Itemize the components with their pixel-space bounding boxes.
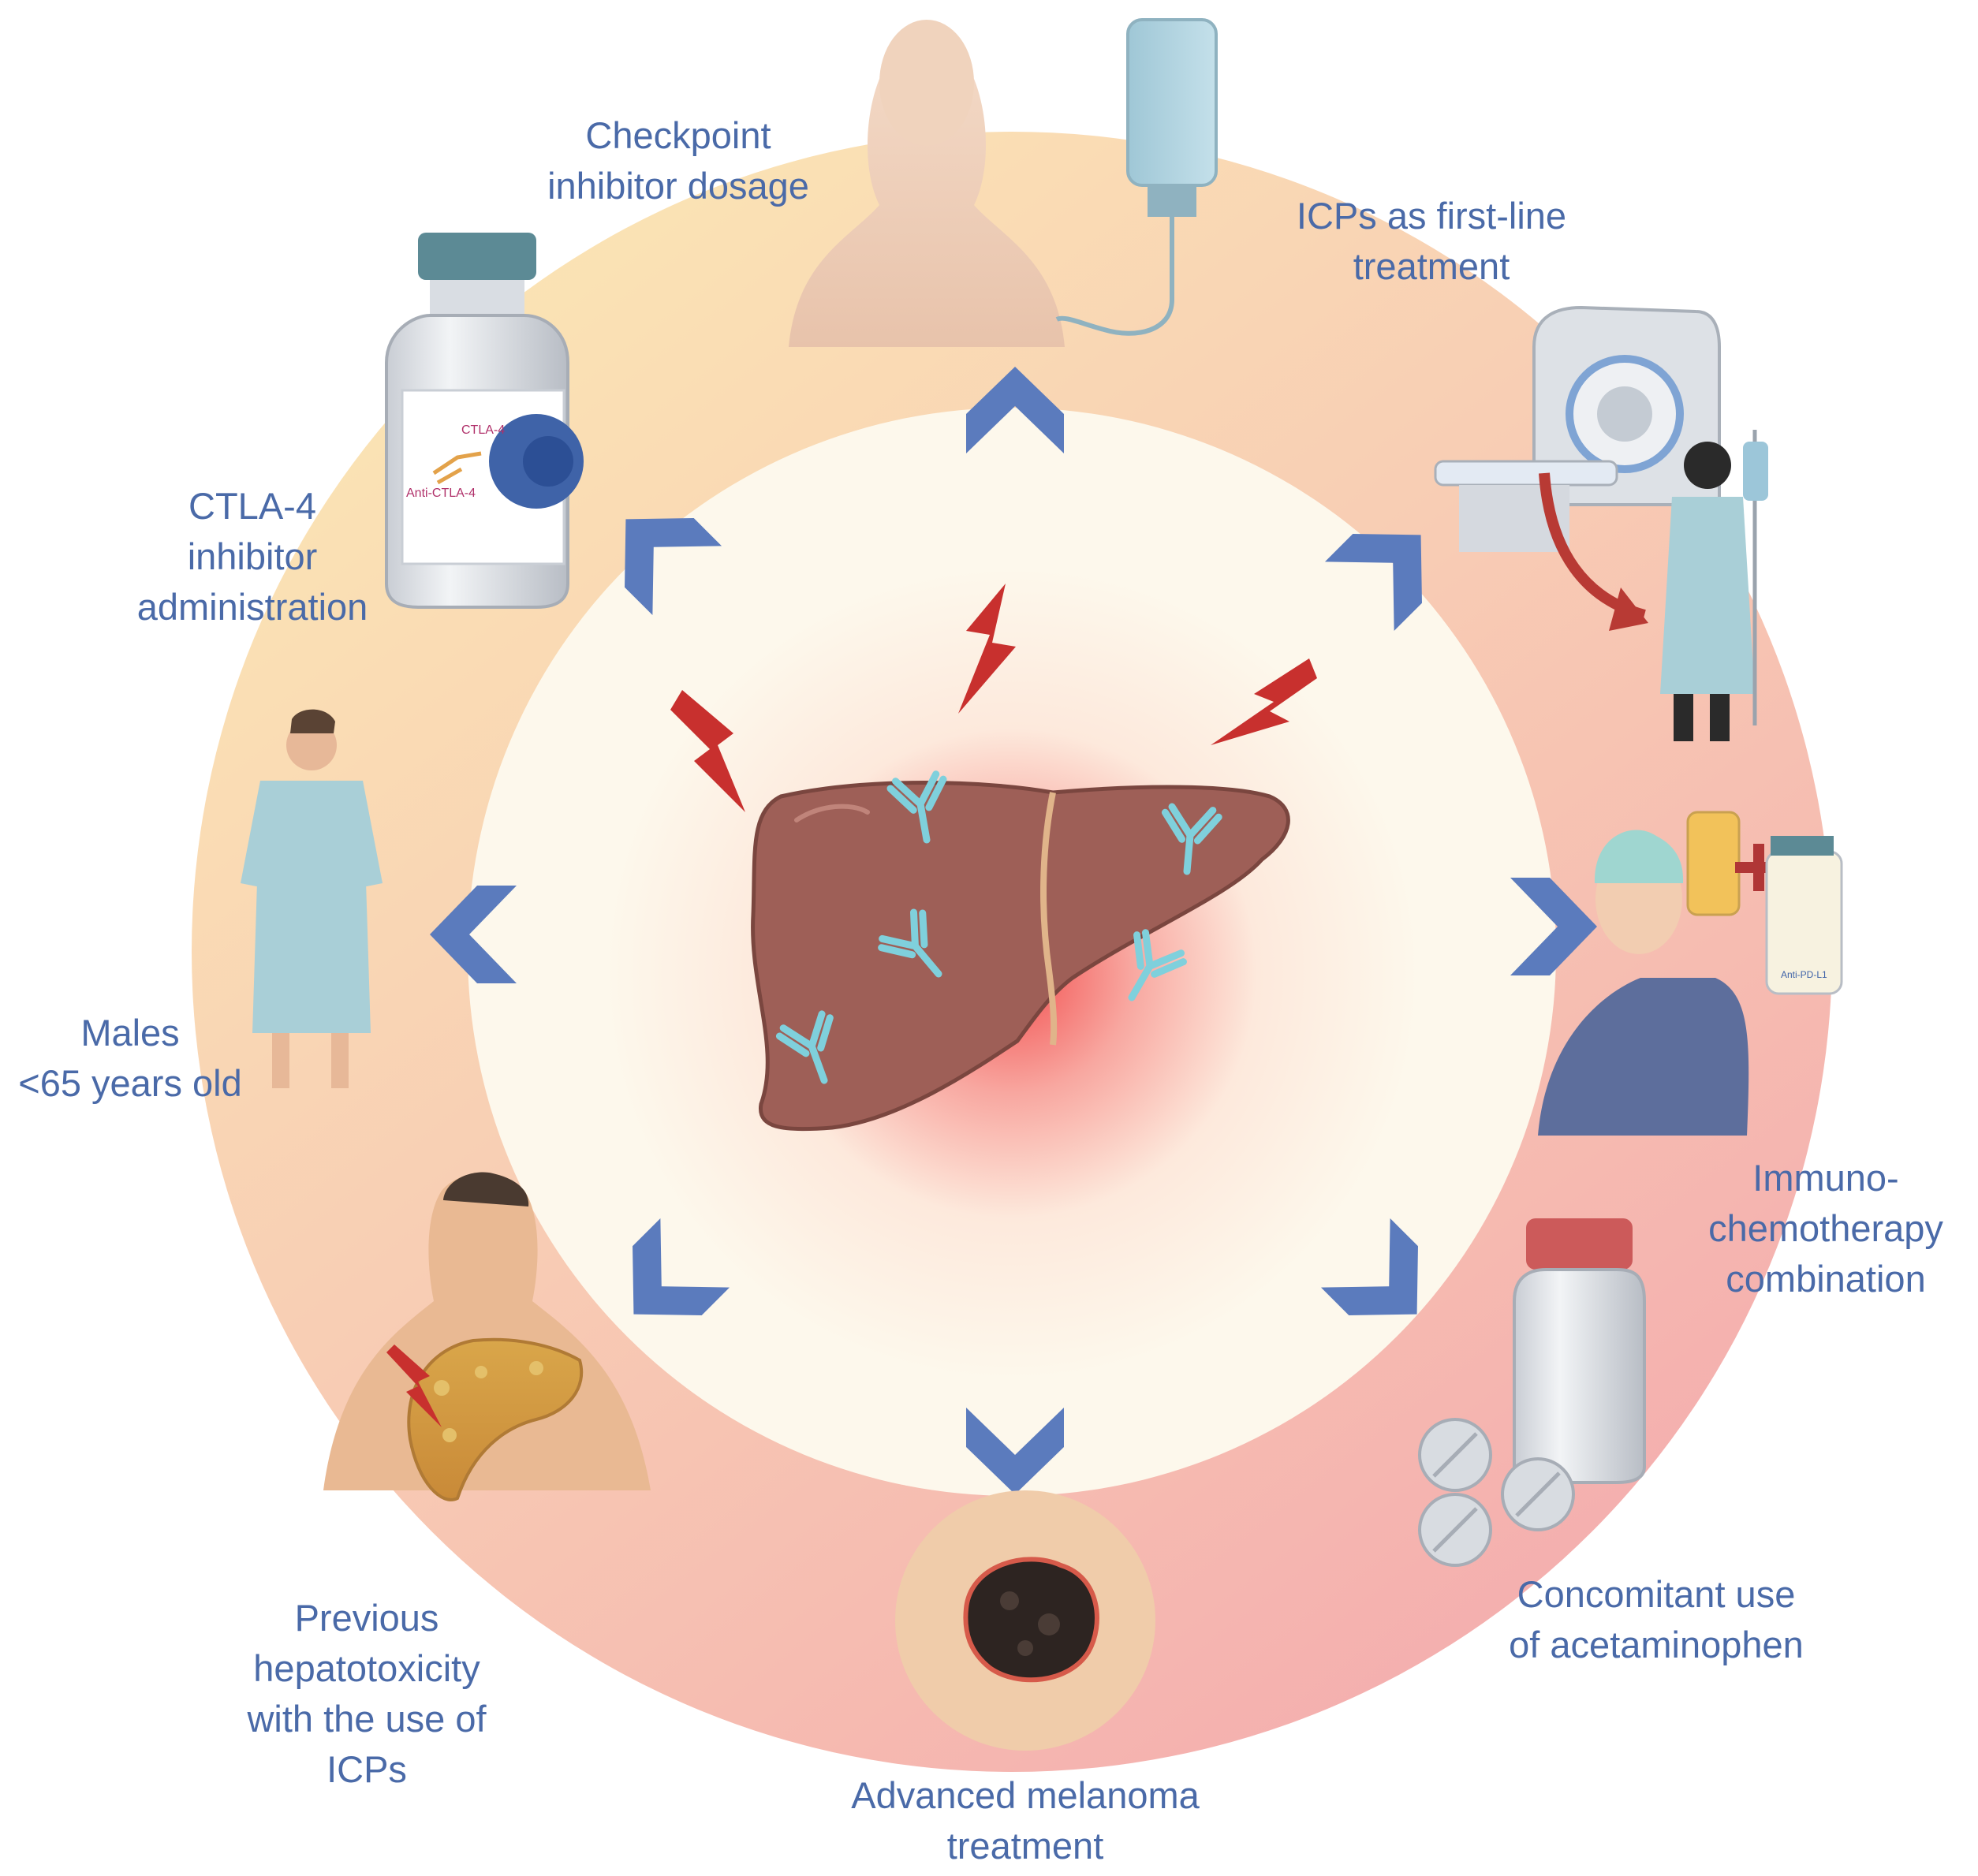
label-immuno: Immuno- chemotherapy combination	[1708, 1157, 1943, 1300]
melanoma-lesion-icon	[895, 1490, 1155, 1751]
vial-icon: CTLA-4 Anti-CTLA-4	[385, 233, 584, 609]
label-melanoma: Advanced melanoma treatment	[851, 1774, 1200, 1867]
standing-man-icon	[241, 709, 383, 1088]
torso-icon	[789, 20, 1065, 347]
patient-icon	[1660, 430, 1768, 741]
vial-anti-ctla4-label: Anti-CTLA-4	[406, 487, 476, 500]
mri-scanner-icon	[1434, 305, 1721, 552]
label-checkpoint-dosage: Checkpoint inhibitor dosage	[547, 114, 809, 207]
label-ctla4: CTLA-4 inhibitor administration	[136, 485, 368, 628]
vial-ctla4-label: CTLA-4	[461, 423, 505, 437]
chemo-patient-icon: Anti-PD-L1	[1538, 811, 1843, 1136]
pill-icon	[1501, 1457, 1575, 1531]
liver-icon	[751, 781, 1290, 1132]
jaundice-liver-torso-icon	[323, 1172, 651, 1501]
curved-arrow-head-icon	[1609, 587, 1648, 631]
lightning-icon	[670, 690, 745, 812]
lightning-icon	[1211, 658, 1317, 745]
vial-anti-pdl1-label: Anti-PD-L1	[1781, 969, 1827, 980]
pill-icon	[1418, 1418, 1492, 1492]
pill-bottle-icon	[1513, 1218, 1646, 1484]
lightning-icon	[958, 584, 1016, 714]
iv-bag-icon	[1055, 18, 1218, 336]
pill-icon	[1418, 1493, 1492, 1567]
label-acetaminophen: Concomitant use of acetaminophen	[1509, 1573, 1804, 1665]
label-first-line: ICPs as first-line treatment	[1296, 195, 1567, 287]
label-males: Males <65 years old	[18, 1012, 242, 1104]
label-previous: Previous hepatotoxicity with the use of …	[247, 1597, 487, 1790]
